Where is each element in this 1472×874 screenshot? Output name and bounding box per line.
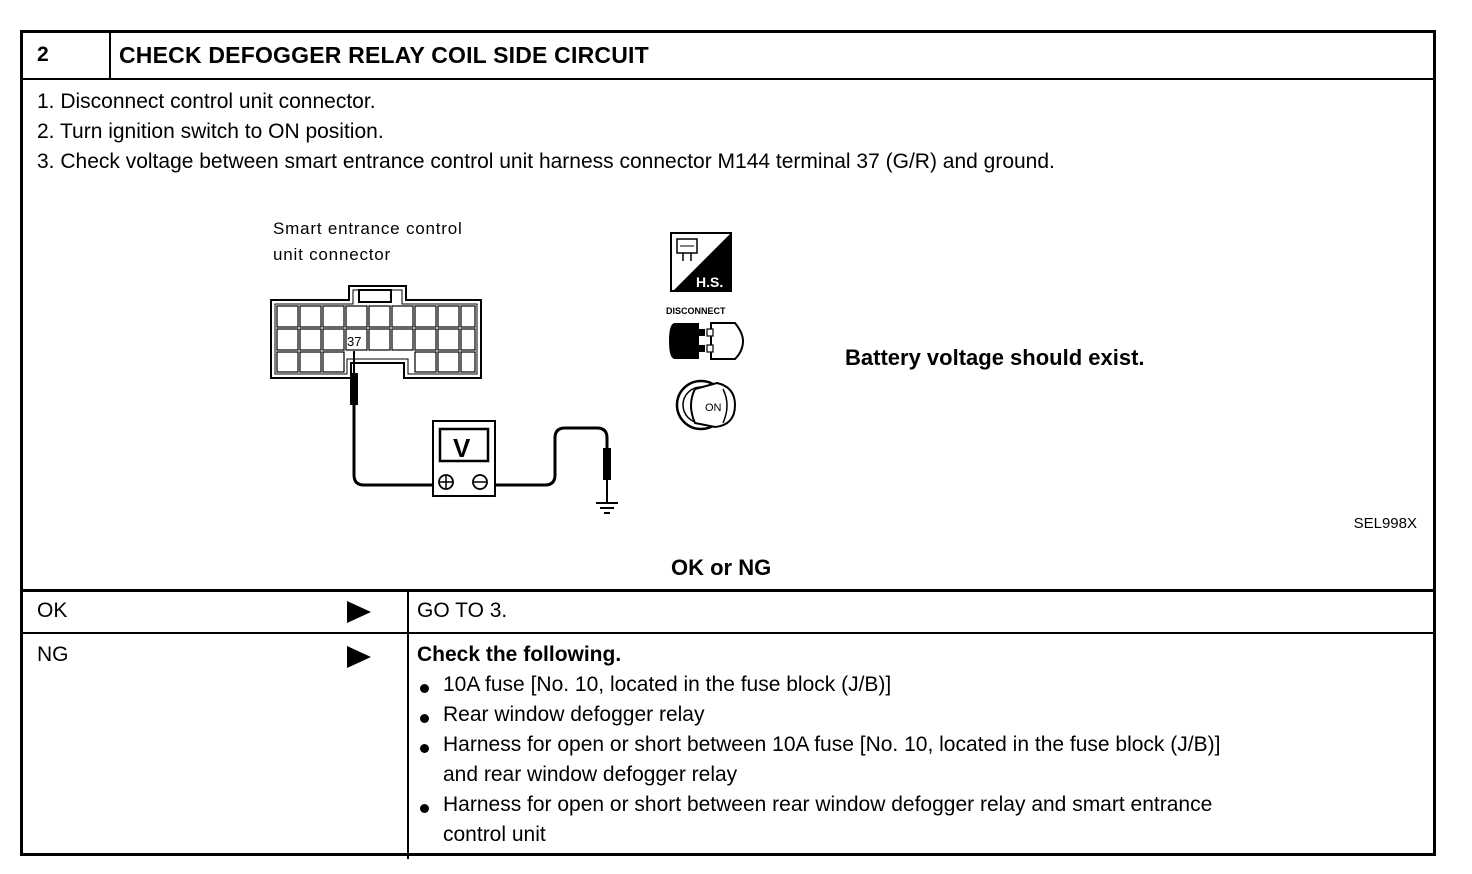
bullet-icon: [420, 744, 429, 753]
harness-side-icon: H.S.: [670, 232, 732, 292]
ng-heading: Check the following.: [417, 643, 622, 666]
instruction-2: 2. Turn ignition switch to ON position.: [37, 120, 384, 143]
instruction-1: 1. Disconnect control unit connector.: [37, 90, 376, 113]
bullet-icon: [420, 684, 429, 693]
ok-or-ng-question: OK or NG: [671, 555, 772, 580]
header-divider: [23, 78, 1433, 80]
connector-label-line2: unit connector: [273, 245, 391, 264]
voltmeter-icon: [432, 420, 496, 497]
ok-label: OK: [37, 599, 68, 622]
hs-label: H.S.: [696, 274, 723, 290]
bullet-icon: [420, 714, 429, 723]
probe-positive: [350, 351, 433, 487]
ignition-on-icon: ON: [675, 379, 737, 431]
step-number: 2: [37, 43, 49, 66]
procedure-table: 2 CHECK DEFOGGER RELAY COIL SIDE CIRCUIT…: [20, 30, 1436, 859]
terminal-37-label: 37: [347, 334, 361, 349]
ng-item-2: Rear window defogger relay: [443, 703, 705, 726]
voltmeter-letter: V: [453, 433, 471, 463]
outcome-column-divider: [407, 589, 409, 859]
instruction-3: 3. Check voltage between smart entrance …: [37, 150, 1055, 173]
connector-icon: [270, 285, 482, 379]
ok-arrow-icon: [347, 601, 371, 623]
ng-item-3: Harness for open or short between 10A fu…: [443, 733, 1221, 756]
on-label: ON: [705, 402, 722, 414]
probe-negative: [495, 426, 611, 503]
circuit-figure: 37 V: [270, 232, 745, 514]
outcome-top-divider: [23, 589, 1433, 592]
outcome-row-divider: [23, 632, 1433, 634]
ng-arrow-icon: [347, 646, 371, 668]
step-title: CHECK DEFOGGER RELAY COIL SIDE CIRCUIT: [119, 42, 649, 68]
ng-label: NG: [37, 643, 69, 666]
ground-icon: [596, 502, 618, 514]
ng-item-3-continued: and rear window defogger relay: [443, 763, 738, 786]
disconnect-icon: DISCONNECT: [666, 306, 745, 360]
bullet-icon: [420, 804, 429, 813]
step-number-divider: [109, 33, 111, 78]
ng-item-1: 10A fuse [No. 10, located in the fuse bl…: [443, 673, 892, 696]
figure-code: SEL998X: [1353, 515, 1417, 532]
disconnect-label: DISCONNECT: [666, 306, 726, 316]
ok-action: GO TO 3.: [417, 599, 508, 622]
result-text: Battery voltage should exist.: [845, 345, 1145, 370]
ng-item-4-continued: control unit: [443, 823, 546, 846]
ng-item-4: Harness for open or short between rear w…: [443, 793, 1213, 816]
connector-label-line1: Smart entrance control: [273, 219, 463, 238]
